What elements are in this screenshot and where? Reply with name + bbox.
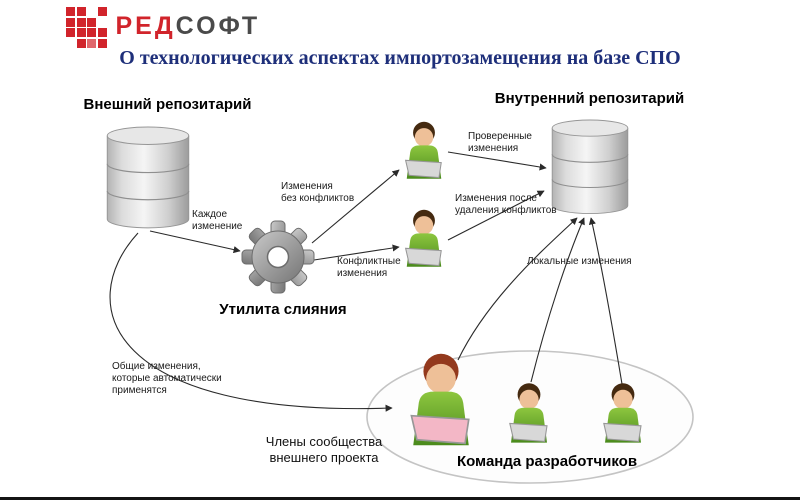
- arrow-changes-no-conflicts: [311, 169, 400, 244]
- arrow-each-change: [149, 230, 241, 254]
- label-changes-after-conflict-removal: Изменения после удаления конфликтов: [455, 193, 557, 216]
- community-members-label: Члены сообщества внешнего проекта: [265, 434, 383, 465]
- label-verified-changes: Проверенные изменения: [468, 131, 532, 154]
- redsoft-logo-text: РЕДСОФТ: [116, 14, 261, 39]
- developer-no-conflicts-icon: [405, 121, 442, 180]
- label-each-change: Каждое изменение: [192, 209, 243, 232]
- logo-word-red: РЕД: [115, 12, 176, 40]
- slide-bottom-rule: [0, 497, 800, 500]
- arrow-local-changes-1: [457, 217, 578, 361]
- redsoft-logo-mark-icon: [66, 7, 107, 48]
- slide-title: О технологических аспектах импортозамеще…: [119, 47, 681, 69]
- external-repo-database-icon: [106, 126, 190, 229]
- arrow-common-changes: [109, 232, 393, 412]
- arrow-local-changes-3: [588, 217, 623, 385]
- external-repo-label: Внешний репозитарий: [83, 96, 252, 113]
- arrow-conflicting-changes: [313, 244, 400, 261]
- arrow-local-changes-2: [530, 217, 585, 383]
- internal-repo-database-icon: [551, 119, 629, 215]
- label-local-changes: Локальные изменения: [527, 256, 632, 267]
- merge-utility-gear-icon: [241, 220, 315, 294]
- developer-conflicts-icon: [405, 209, 442, 268]
- logo-word-soft: СОФТ: [175, 12, 261, 40]
- merge-utility-label: Утилита слияния: [219, 301, 347, 318]
- label-common-changes: Общие изменения, которые автоматически п…: [112, 361, 222, 396]
- arrow-changes-after-conflict-removal: [447, 190, 545, 241]
- label-conflicting-changes: Конфликтные изменения: [337, 256, 401, 279]
- dev-team-label: Команда разработчиков: [456, 453, 638, 470]
- label-changes-no-conflicts: Изменения без конфликтов: [281, 181, 355, 204]
- arrow-verified-changes: [447, 151, 547, 171]
- internal-repo-label: Внутренний репозитарий: [494, 90, 685, 107]
- redsoft-logo: РЕДСОФТ: [66, 5, 260, 48]
